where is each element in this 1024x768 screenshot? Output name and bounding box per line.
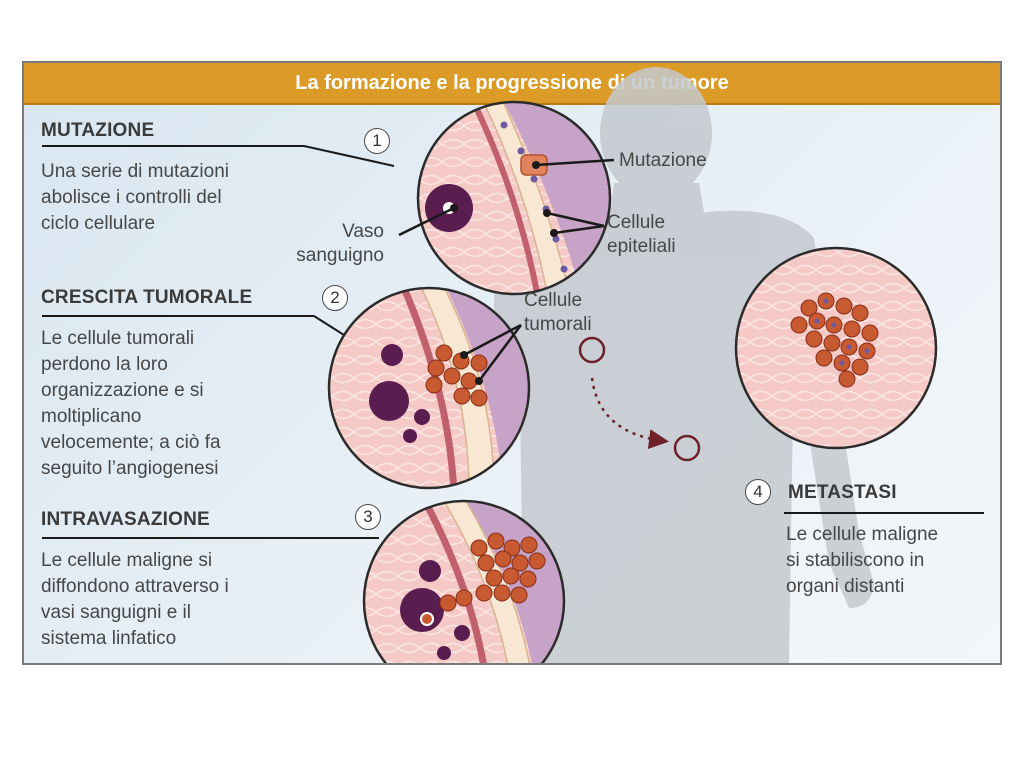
stage-3-title: INTRAVASAZIONE [41,509,210,531]
stage-3-description: Le cellule maligne si diffondono attrave… [41,548,229,652]
desc-line: Le cellule maligne [786,522,938,548]
desc-line: Una serie di mutazioni [41,159,229,185]
desc-line: perdono la loro [41,352,221,378]
desc-line: organi distanti [786,574,938,600]
label-vaso-sanguigno: Vaso sanguigno [272,220,384,268]
desc-line: organizzazione e si [41,378,221,404]
desc-line: sistema linfatico [41,626,229,652]
stage-1-title: MUTAZIONE [41,120,154,142]
label-line: Cellule [607,211,676,235]
stage-4-title: METASTASI [788,482,897,504]
label-mutazione: Mutazione [619,149,707,173]
label-line: sanguigno [272,244,384,268]
desc-line: ciclo cellulare [41,211,229,237]
desc-line: si stabiliscono in [786,548,938,574]
label-line: epiteliali [607,235,676,259]
desc-line: seguito l’angiogenesi [41,456,221,482]
stage-2-number: 2 [322,285,348,311]
desc-line: abolisce i controlli del [41,185,229,211]
desc-line: diffondono attraverso i [41,574,229,600]
desc-line: moltiplicano [41,404,221,430]
desc-line: velocemente; a ciò fa [41,430,221,456]
desc-line: vasi sanguigni e il [41,600,229,626]
label-line: Vaso [272,220,384,244]
stage-4-description: Le cellule maligne si stabiliscono in or… [786,522,938,600]
desc-line: Le cellule maligne si [41,548,229,574]
stage-3-number: 3 [355,504,381,530]
desc-line: Le cellule tumorali [41,326,221,352]
stage-1-number: 1 [364,128,390,154]
figure-panel: La formazione e la progressione di un tu… [22,61,1002,665]
stage-4-number: 4 [745,479,771,505]
stage-1-description: Una serie di mutazioni abolisce i contro… [41,159,229,237]
label-line: tumorali [524,313,592,337]
label-cellule-tumorali: Cellule tumorali [524,289,592,337]
stage-2-title: CRESCITA TUMORALE [41,287,252,309]
label-cellule-epiteliali: Cellule epiteliali [607,211,676,259]
label-line: Cellule [524,289,592,313]
stage-2-description: Le cellule tumorali perdono la loro orga… [41,326,221,482]
